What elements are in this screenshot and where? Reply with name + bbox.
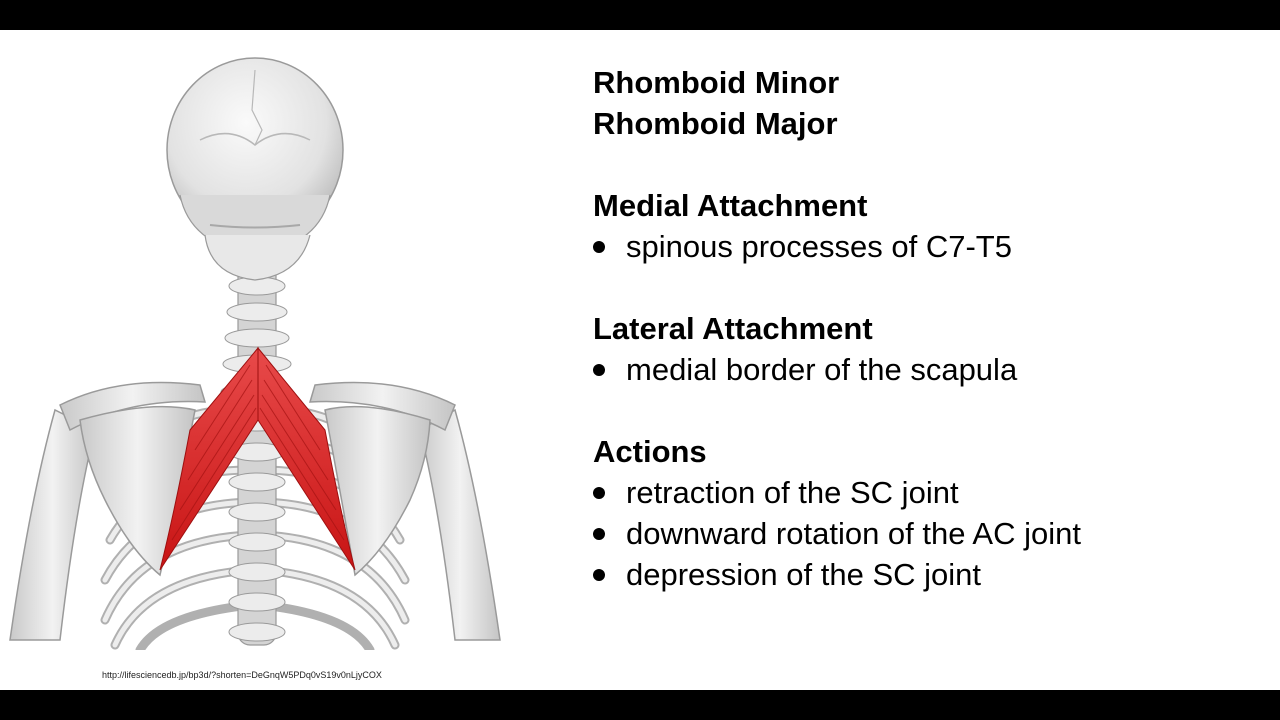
bullet-item: spinous processes of C7-T5 [593,226,1253,267]
skull [166,57,344,256]
bullet-list: spinous processes of C7-T5 [593,226,1253,267]
bullet-dot-icon [593,241,605,253]
title-rhomboid-minor: Rhomboid Minor [593,65,840,100]
bullet-dot-icon [593,364,605,376]
bullet-dot-icon [593,569,605,581]
image-credit: http://lifesciencedb.jp/bp3d/?shorten=De… [102,670,382,680]
bullet-text: spinous processes of C7-T5 [626,229,1012,264]
skeleton-illustration [9,57,501,650]
rhomboid-muscle [159,346,356,571]
bullet-text: downward rotation of the AC joint [626,516,1081,551]
bullet-dot-icon [593,487,605,499]
bullet-text: medial border of the scapula [626,352,1018,387]
section-lateral-attachment: Lateral Attachment medial border of the … [593,308,1253,390]
section-heading: Lateral Attachment [593,311,873,346]
slide: http://lifesciencedb.jp/bp3d/?shorten=De… [0,30,1280,690]
bullet-list: retraction of the SC joint downward rota… [593,472,1253,595]
bullet-item: downward rotation of the AC joint [593,513,1253,554]
bullet-dot-icon [593,528,605,540]
humerus-left [9,408,96,641]
title-rhomboid-major: Rhomboid Major [593,106,838,141]
mandible [204,234,311,281]
bullet-text: retraction of the SC joint [626,475,959,510]
section-heading: Actions [593,434,707,469]
bullet-list: medial border of the scapula [593,349,1253,390]
section-medial-attachment: Medial Attachment spinous processes of C… [593,185,1253,267]
section-actions: Actions retraction of the SC joint downw… [593,431,1253,595]
bullet-item: depression of the SC joint [593,554,1253,595]
section-heading: Medial Attachment [593,188,868,223]
slide-content: Rhomboid Minor Rhomboid Major Medial Att… [593,62,1253,595]
letterbox-top [0,0,1280,30]
bullet-item: medial border of the scapula [593,349,1253,390]
letterbox-bottom [0,690,1280,720]
bullet-text: depression of the SC joint [626,557,981,592]
bullet-item: retraction of the SC joint [593,472,1253,513]
humerus-right [419,408,501,641]
